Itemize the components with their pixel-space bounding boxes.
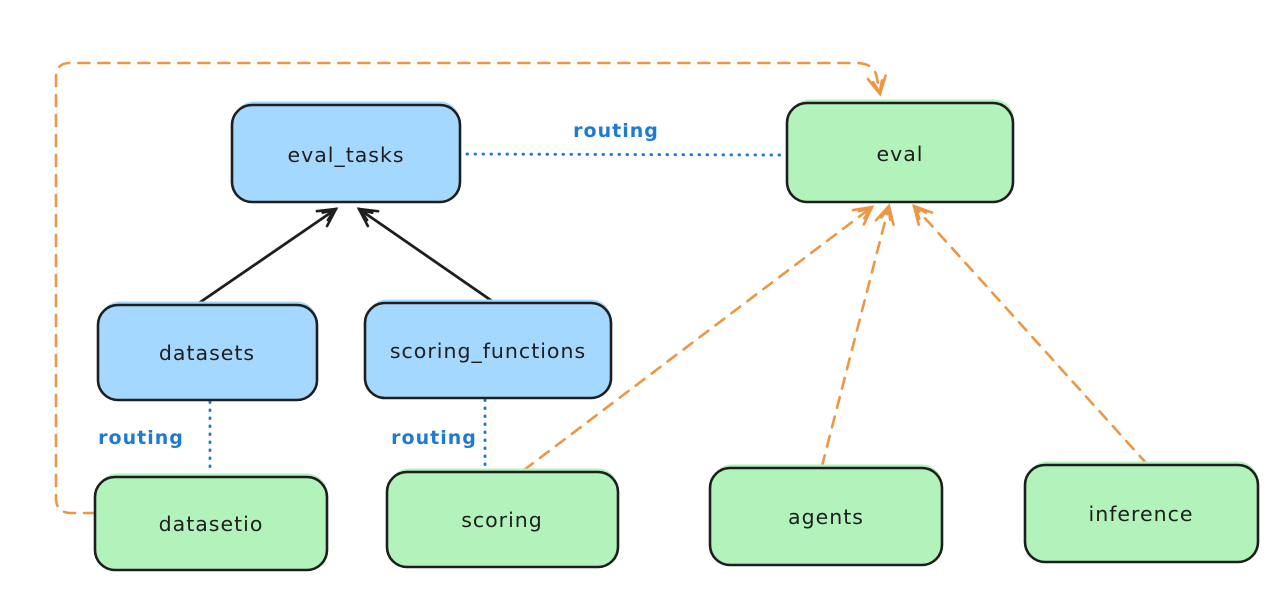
edge-datasetio-eval	[54, 61, 887, 515]
routing-label-top: routing	[573, 120, 659, 142]
node-box	[363, 301, 613, 400]
node-label: eval	[876, 142, 923, 166]
edge-scoring-functions-eval-tasks	[356, 207, 494, 303]
node-agents: agents	[708, 464, 944, 567]
node-box	[785, 101, 1015, 204]
node-label: datasets	[159, 341, 255, 365]
node-eval: eval	[785, 99, 1015, 204]
node-box	[1023, 463, 1260, 564]
routing-label-middle: routing	[391, 427, 477, 449]
node-eval-tasks: eval_tasks	[230, 101, 462, 204]
node-label: eval_tasks	[287, 143, 404, 168]
node-label: agents	[788, 505, 864, 529]
node-box	[93, 475, 329, 572]
edge-agents-eval	[820, 203, 895, 468]
node-scoring: scoring	[385, 468, 620, 569]
node-scoring-functions: scoring_functions	[363, 299, 613, 400]
node-label: scoring	[461, 508, 543, 532]
node-label: datasetio	[159, 512, 264, 536]
edge-scoring-eval	[522, 205, 875, 472]
node-label: inference	[1089, 502, 1194, 526]
node-label: scoring_functions	[390, 339, 586, 364]
node-datasets: datasets	[96, 301, 319, 402]
node-box	[385, 470, 620, 569]
node-datasetio: datasetio	[93, 473, 329, 572]
edge-eval-tasks-eval	[465, 152, 785, 157]
node-box	[230, 103, 462, 204]
node-box	[708, 466, 944, 567]
node-inference: inference	[1023, 461, 1260, 564]
routing-label-left: routing	[98, 427, 184, 449]
edge-inference-eval	[912, 203, 1149, 466]
edge-datasets-eval-tasks	[197, 207, 339, 305]
node-box	[96, 303, 319, 402]
